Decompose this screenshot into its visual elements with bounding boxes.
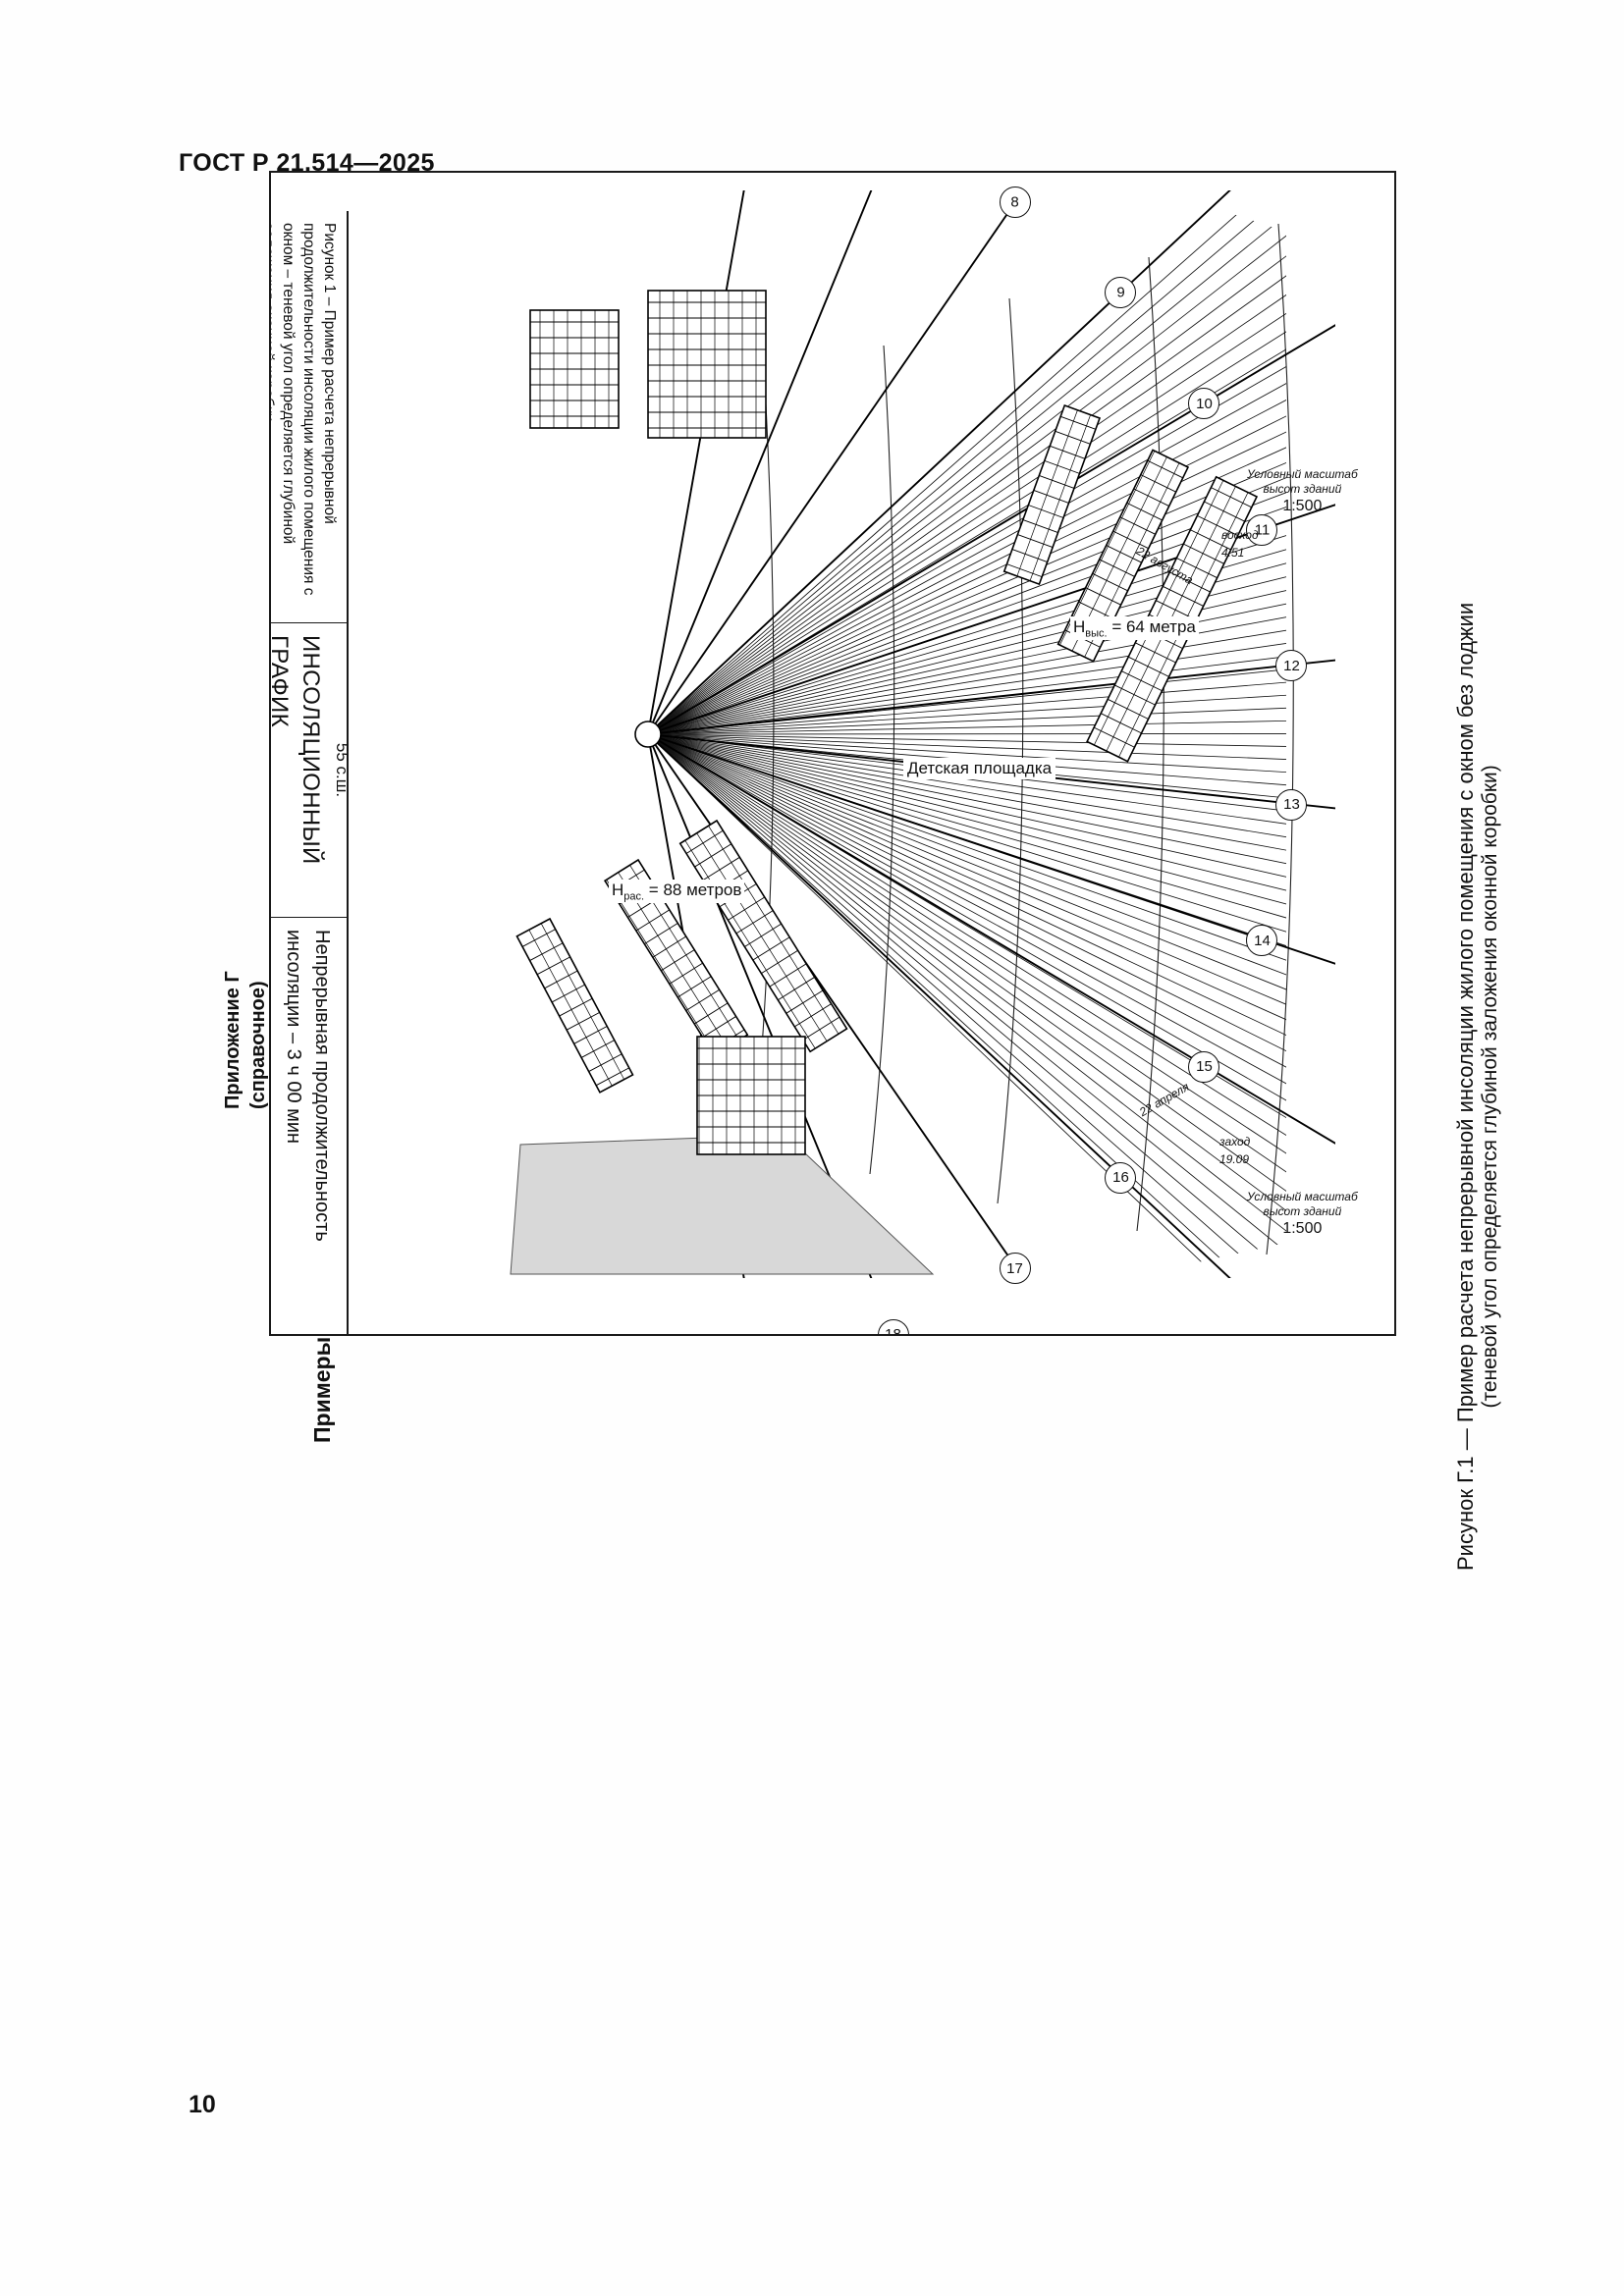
- figure-caption-line-1: Рисунок Г.1 — Пример расчета непрерывной…: [1453, 602, 1478, 1571]
- sunrise-label: восход: [1221, 528, 1259, 542]
- h-ras-sub: рас.: [623, 890, 645, 903]
- scale-note-bottom-text: Условный масштаб высот зданий: [1247, 1190, 1358, 1218]
- sunset-label: заход: [1219, 1135, 1251, 1148]
- h-ras-text: = 88 метров: [644, 881, 742, 899]
- hour-number-label: 15: [1195, 1058, 1213, 1076]
- hour-number-16: 16: [1105, 1161, 1137, 1194]
- hour-number-17: 17: [999, 1253, 1031, 1285]
- panel-note: Рисунок 1 – Пример расчета непрерывной п…: [271, 211, 347, 623]
- hour-number-label: 12: [1282, 657, 1300, 674]
- scale-note-top: Условный масштаб высот зданий 1:500: [1247, 467, 1358, 516]
- appendix-subtitle: (справочное): [247, 981, 269, 1109]
- scale-note-bottom-value: 1:500: [1282, 1220, 1323, 1237]
- panel-duration: Непрерывная продолжительность инсоляции …: [283, 930, 334, 1242]
- figure-info-panel: Рисунок 1 – Пример расчета непрерывной п…: [269, 211, 352, 1334]
- hour-number-15: 15: [1188, 1050, 1220, 1083]
- figure-canvas: 678910111213141516171819 Детская площадк…: [271, 173, 1394, 1334]
- playground-label: Детская площадка: [903, 758, 1056, 779]
- hour-number-label: 9: [1115, 284, 1125, 301]
- hour-number-14: 14: [1246, 925, 1278, 956]
- h-vys-label: Hвыс. = 64 метра: [1070, 616, 1199, 641]
- hour-number-label: 17: [1006, 1259, 1024, 1277]
- hour-number-18: 18: [877, 1318, 909, 1336]
- figure-frame: 678910111213141516171819 Детская площадк…: [269, 171, 1396, 1336]
- h-vys-sub: выс.: [1085, 627, 1108, 640]
- sunrise-time: 4.51: [1221, 546, 1245, 560]
- hour-number-label: 10: [1195, 395, 1213, 412]
- figure-caption: Рисунок Г.1 — Пример расчета непрерывной…: [1453, 603, 1502, 1571]
- sunset-time: 19.09: [1219, 1152, 1250, 1166]
- scale-note-top-text: Условный масштаб высот зданий: [1247, 467, 1358, 496]
- hour-number-label: 14: [1253, 932, 1271, 949]
- panel-latitude: 55 с.ш.: [333, 742, 352, 798]
- page-number: 10: [189, 2091, 216, 2118]
- h-vys-text: = 64 метра: [1107, 617, 1196, 636]
- hour-number-13: 13: [1275, 788, 1308, 821]
- scale-note-bottom: Условный масштаб высот зданий 1:500: [1247, 1190, 1358, 1239]
- hour-number-label: 18: [885, 1326, 901, 1336]
- panel-chart-title: 55 с.ш. ИНСОЛЯЦИОННЫЙ ГРАФИК: [269, 623, 352, 918]
- hour-number-label: 8: [1010, 193, 1020, 211]
- insolation-graph: [349, 173, 1394, 1296]
- scale-note-top-value: 1:500: [1282, 498, 1323, 514]
- insolation-graph-svg: [510, 190, 1335, 1278]
- hour-number-8: 8: [999, 186, 1031, 218]
- figure-caption-line-2: (теневой угол определяется глубиной зало…: [1479, 765, 1501, 1409]
- h-ras-label: Hрас. = 88 метров: [609, 880, 745, 904]
- panel-chart-name: ИНСОЛЯЦИОННЫЙ ГРАФИК: [269, 635, 325, 865]
- sunrise-word: восход: [1221, 528, 1259, 542]
- hour-number-label: 16: [1111, 1169, 1129, 1187]
- appendix-title: Приложение Г: [222, 971, 244, 1109]
- hour-number-label: 13: [1282, 796, 1300, 814]
